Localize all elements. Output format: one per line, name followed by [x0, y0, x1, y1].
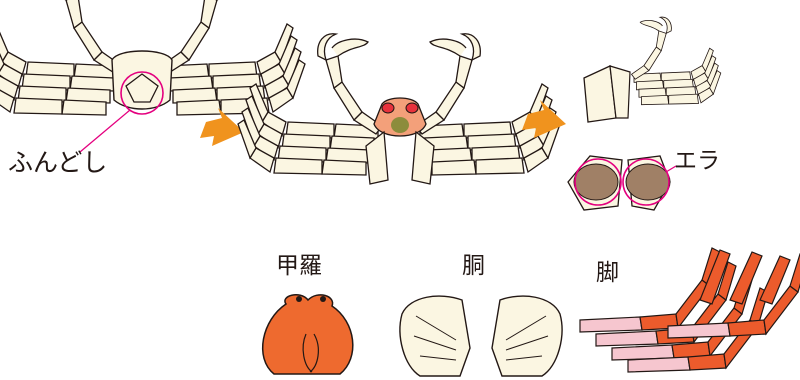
label-body: 胴 — [462, 255, 485, 278]
label-legs: 脚 — [596, 262, 619, 285]
separated-body-illustration — [584, 17, 721, 122]
label-carapace: 甲羅 — [276, 255, 322, 278]
body-halves-illustration — [400, 296, 562, 376]
label-fundoshi: ふんどし — [8, 150, 107, 175]
label-gills: エラ — [674, 150, 720, 173]
crab-roe — [391, 117, 409, 133]
carapace-illustration — [263, 295, 353, 374]
fundoshi-leader-line — [80, 110, 130, 152]
gills-illustration — [568, 156, 676, 210]
